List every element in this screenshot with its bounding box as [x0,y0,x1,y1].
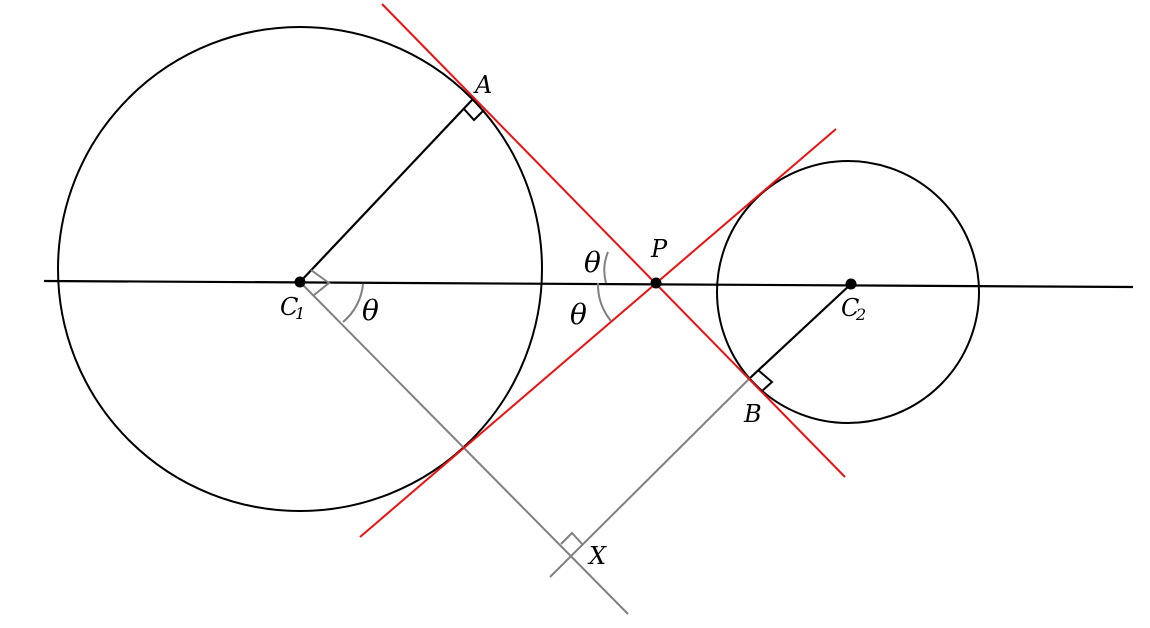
point-c1 [294,276,306,288]
right-angle-mark-a [463,108,485,122]
tangent-line-inner [359,128,837,538]
label-theta-c1: θ [362,294,379,327]
label-theta-p-lower: θ [570,298,587,331]
angle-arc-p-upper [603,251,609,284]
construction-line-b-x [549,377,751,578]
radius-c1-a [299,99,473,283]
label-c2-subscript: 2 [855,305,866,324]
right-angle-mark-x [560,531,584,546]
radius-c2-b [749,283,852,379]
label-p: P [650,235,668,263]
right-angle-mark-c1 [310,269,331,296]
label-a: A [473,71,492,99]
point-p [650,277,662,289]
angle-arc-c1 [342,283,364,323]
label-x: X [587,542,607,570]
label-b: B [743,400,762,428]
label-c1: C [280,293,298,321]
center-line [43,279,1134,289]
circle-c2 [716,160,980,424]
circle-c1 [57,26,543,512]
label-theta-p-upper: θ [584,246,601,279]
point-c2 [845,278,857,290]
label-c1-subscript: 1 [295,304,305,323]
label-c2: C [841,294,859,322]
angle-arc-p-lower [596,282,612,322]
tangent-line-ab [381,3,846,478]
right-angle-mark-b [757,369,774,392]
